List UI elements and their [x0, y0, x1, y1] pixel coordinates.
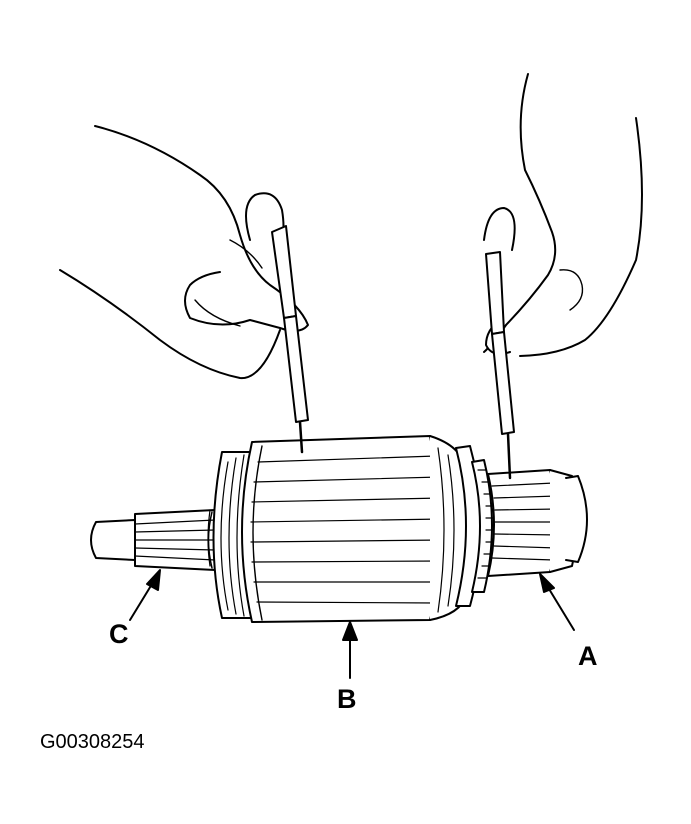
commutator: [487, 469, 588, 577]
shaft: [90, 509, 216, 571]
armature-core: [207, 435, 467, 623]
callout-label-b: B: [337, 684, 357, 714]
figure-id: G00308254: [40, 731, 145, 753]
callout-arrow-c: [129, 569, 161, 621]
right-hand: [483, 73, 643, 357]
left-hand: [59, 125, 309, 380]
callout-label-c: C: [109, 619, 129, 649]
left-test-probe: [271, 225, 309, 454]
callout-arrow-b: [342, 621, 358, 679]
callout-arrow-a: [539, 573, 575, 631]
right-test-probe: [485, 251, 515, 480]
gear-ring: [455, 445, 495, 607]
callout-label-a: A: [578, 641, 598, 671]
